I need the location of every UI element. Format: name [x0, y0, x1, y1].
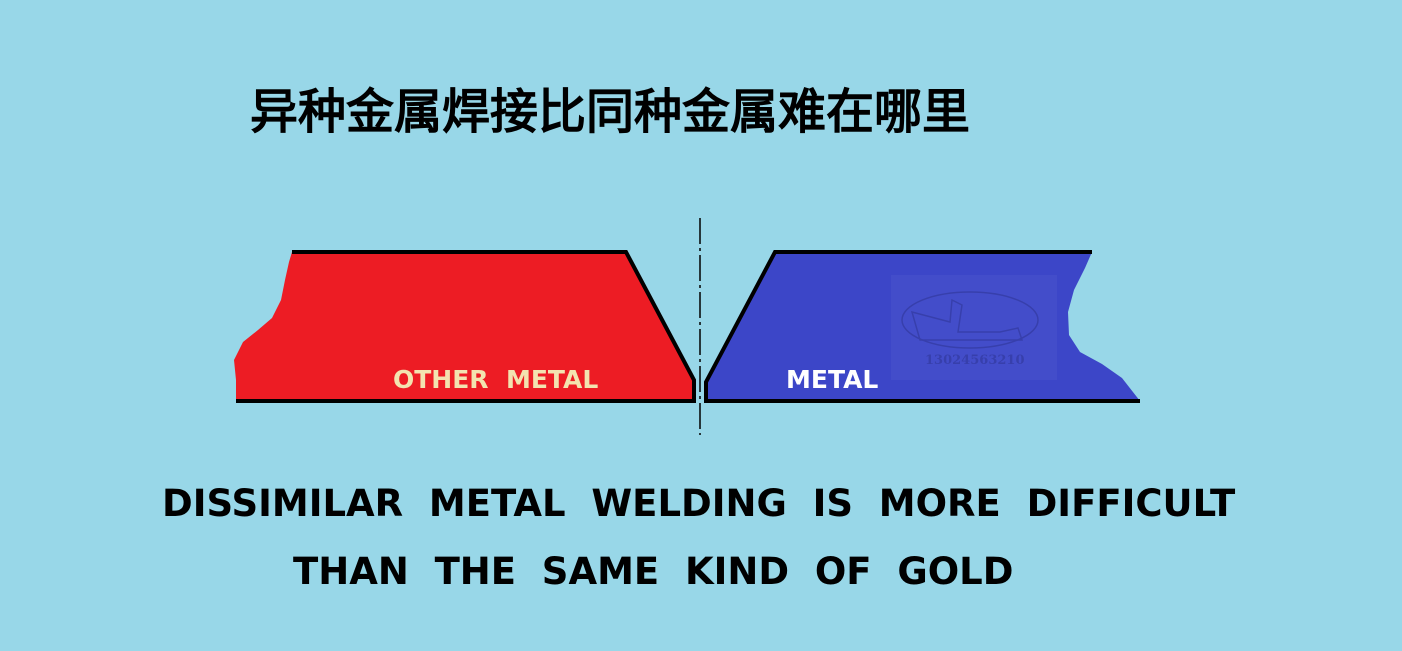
metal-plate: [706, 252, 1140, 401]
watermark-logo: 13024563210: [891, 275, 1057, 380]
page-title: 异种金属焊接比同种金属难在哪里: [250, 84, 971, 140]
caption-line-2: THAN THE SAME KIND OF GOLD: [293, 550, 1014, 593]
metal-outline: [704, 250, 1140, 403]
other-metal-outline: [236, 250, 696, 403]
metal-label: METAL: [786, 365, 878, 394]
caption-line-1: DISSIMILAR METAL WELDING IS MORE DIFFICU…: [162, 482, 1236, 525]
other-metal-label: OTHER METAL: [393, 365, 598, 394]
svg-text:13024563210: 13024563210: [925, 353, 1025, 368]
other-metal-plate: [234, 252, 694, 401]
